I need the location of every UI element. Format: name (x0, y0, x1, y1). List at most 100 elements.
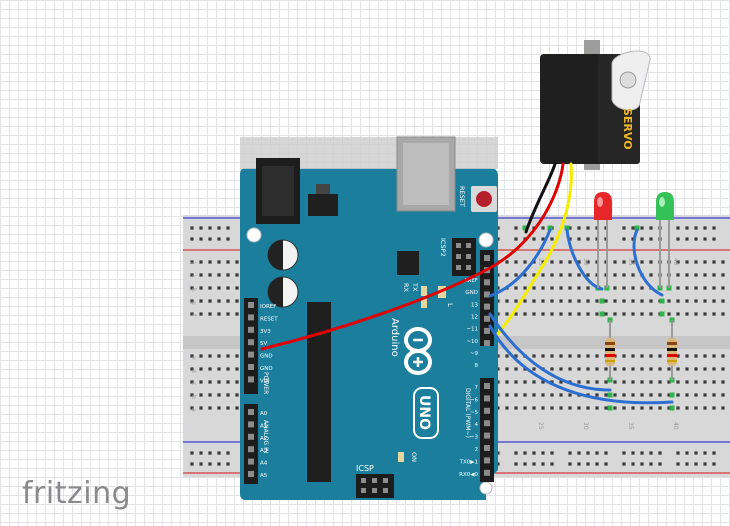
breadboard-hole (559, 354, 563, 358)
breadboard-hole (235, 299, 239, 303)
header-pin[interactable] (484, 303, 490, 310)
breadboard-hole (685, 299, 689, 303)
wire-pin-green-led (488, 324, 674, 405)
breadboard-hole-connected (659, 298, 665, 304)
breadboard-hole (694, 260, 698, 264)
header-pin[interactable] (248, 433, 254, 440)
breadboard-hole (649, 299, 653, 303)
icsp-label: ICSP (356, 464, 374, 473)
header-pin[interactable] (248, 326, 254, 333)
breadboard-hole (226, 312, 230, 316)
breadboard-hole (622, 286, 626, 290)
wire-servo-ground (524, 162, 557, 234)
breadboard-hole (640, 451, 644, 455)
header-pin[interactable] (484, 279, 490, 286)
breadboard-hole (577, 380, 581, 384)
header-pin[interactable] (484, 255, 490, 261)
capacitor-2-marking (268, 277, 283, 307)
header-pin[interactable] (484, 420, 490, 427)
breadboard-hole (685, 273, 689, 277)
breadboard-hole (541, 393, 545, 397)
breadboard-hole (226, 226, 230, 230)
breadboard-hole (595, 367, 599, 371)
header-pin[interactable] (248, 364, 254, 370)
breadboard-hole (577, 354, 581, 358)
breadboard-hole (568, 393, 572, 397)
breadboard-hole (649, 380, 653, 384)
breadboard-hole (550, 462, 554, 466)
breadboard-hole (532, 312, 536, 316)
breadboard-hole (631, 226, 635, 230)
breadboard-row-letter: g (190, 301, 197, 305)
header-pin[interactable] (484, 340, 490, 347)
header-pin[interactable] (484, 291, 490, 298)
reset-label: RESET (458, 186, 466, 207)
breadboard-hole-connected (522, 225, 528, 231)
header-pin[interactable] (248, 471, 254, 477)
breadboard-hole (685, 237, 689, 241)
voltage-regulator-tab (316, 184, 330, 194)
breadboard-hole (640, 462, 644, 466)
breadboard-hole (721, 393, 725, 397)
header-pin[interactable] (484, 445, 490, 451)
breadboard-column-number: 35 (627, 258, 634, 266)
breadboard-hole (217, 286, 221, 290)
breadboard-hole (631, 393, 635, 397)
icsp-pin (383, 488, 388, 493)
header-pin[interactable] (248, 458, 254, 465)
header-pin[interactable] (248, 302, 254, 308)
breadboard-hole (694, 237, 698, 241)
header-pin[interactable] (484, 407, 490, 414)
header-pin[interactable] (248, 314, 254, 321)
digital-pin-label: RX0◀0 (459, 472, 478, 478)
breadboard-hole (694, 273, 698, 277)
breadboard-hole (667, 367, 671, 371)
breadboard-hole (559, 380, 563, 384)
header-pin[interactable] (248, 409, 254, 415)
breadboard-hole (676, 226, 680, 230)
header-pin[interactable] (248, 446, 254, 453)
breadboard-hole (676, 451, 680, 455)
breadboard-hole (712, 451, 716, 455)
icsp2-pin (456, 265, 461, 270)
on-label: ON (410, 452, 418, 462)
header-pin[interactable] (484, 383, 490, 389)
reset-button[interactable] (476, 191, 492, 207)
breadboard-hole (226, 367, 230, 371)
breadboard-hole (190, 462, 194, 466)
header-pin[interactable] (484, 457, 490, 464)
header-pin[interactable] (248, 421, 254, 428)
header-pin[interactable] (248, 376, 254, 383)
wire-servo-power-5v (260, 162, 565, 351)
breadboard-hole (604, 380, 608, 384)
header-pin[interactable] (484, 327, 490, 334)
breadboard-hole (208, 260, 212, 264)
breadboard-hole (217, 406, 221, 410)
breadboard-hole (640, 380, 644, 384)
header-pin[interactable] (248, 351, 254, 358)
usb-connector-inner (403, 143, 449, 205)
breadboard-hole (532, 286, 536, 290)
breadboard-hole (523, 393, 527, 397)
breadboard-row-letter: c (190, 382, 197, 385)
power-pin-label: VIN (260, 378, 270, 384)
breadboard-hole (559, 299, 563, 303)
breadboard-row-letter: e (190, 356, 197, 360)
resistor-band (667, 360, 677, 362)
header-pin[interactable] (484, 432, 490, 439)
breadboard-hole (568, 260, 572, 264)
breadboard-hole (640, 226, 644, 230)
breadboard-hole (550, 354, 554, 358)
breadboard-hole (541, 226, 545, 230)
breadboard-hole (550, 273, 554, 277)
header-pin[interactable] (484, 469, 490, 476)
breadboard-hole-connected (599, 298, 605, 304)
breadboard-hole (208, 393, 212, 397)
breadboard-hole (685, 406, 689, 410)
breadboard-hole (595, 393, 599, 397)
breadboard-hole (721, 299, 725, 303)
header-pin[interactable] (484, 315, 490, 322)
header-pin[interactable] (484, 395, 490, 402)
breadboard-hole (217, 260, 221, 264)
header-pin[interactable] (248, 339, 254, 346)
